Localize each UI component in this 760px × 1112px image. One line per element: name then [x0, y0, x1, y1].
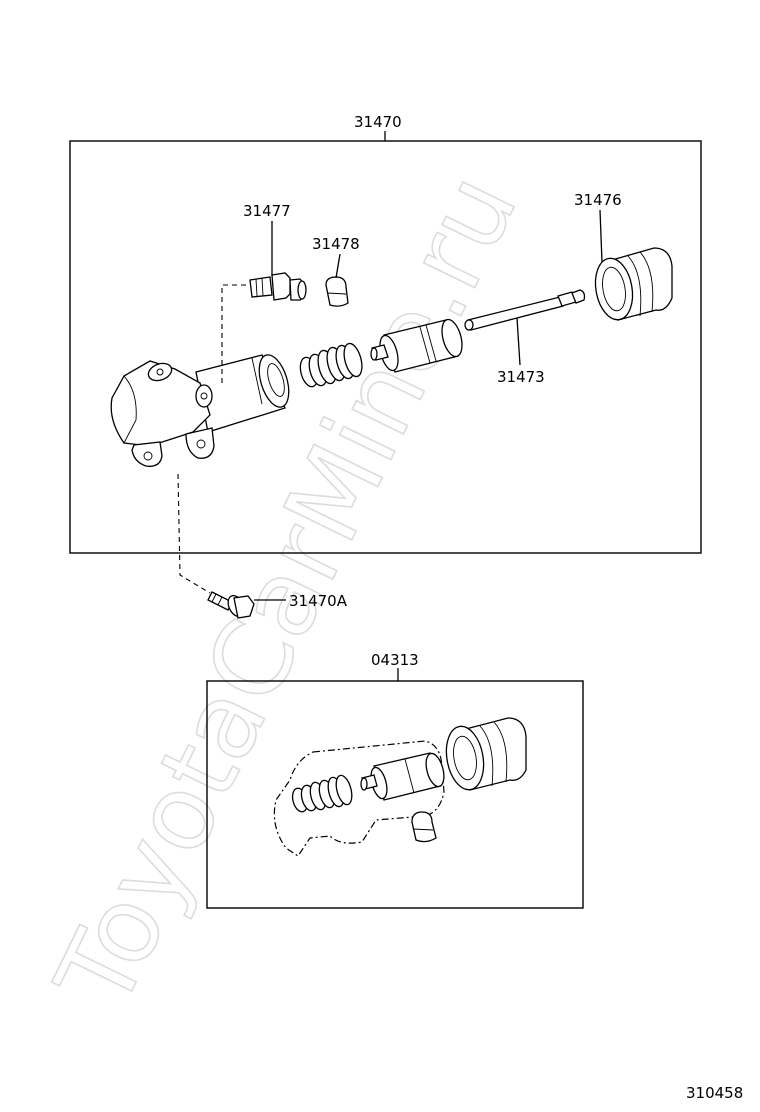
cylinder-body: [110, 354, 290, 467]
kit-box: 04313: [206, 651, 584, 909]
boot-label: 31476: [574, 191, 622, 209]
bleeder-plug: 31477: [243, 202, 307, 301]
boot: 31476: [574, 191, 673, 321]
kit-boot: [445, 717, 527, 791]
assembly-box: 31470: [69, 113, 702, 554]
kit-bleeder-cap: [411, 811, 437, 843]
kit-piston: [360, 752, 445, 801]
kit-frame: [206, 680, 584, 909]
assembly-label: 31470: [354, 113, 402, 131]
spring: [299, 342, 363, 388]
kit-spring: [291, 774, 353, 813]
cap-label: 31478: [312, 235, 360, 253]
kit-label: 04313: [371, 651, 419, 669]
rod-label: 31473: [497, 368, 545, 386]
bolt-label: 31470A: [289, 592, 348, 610]
plug-label: 31477: [243, 202, 291, 220]
piston: [370, 318, 463, 373]
bolt-leader: [177, 473, 211, 594]
bolt: 31470A: [207, 591, 348, 619]
figure-number: 310458: [686, 1084, 743, 1102]
push-rod: 31473: [464, 289, 586, 386]
bleeder-cap: 31478: [312, 235, 360, 307]
